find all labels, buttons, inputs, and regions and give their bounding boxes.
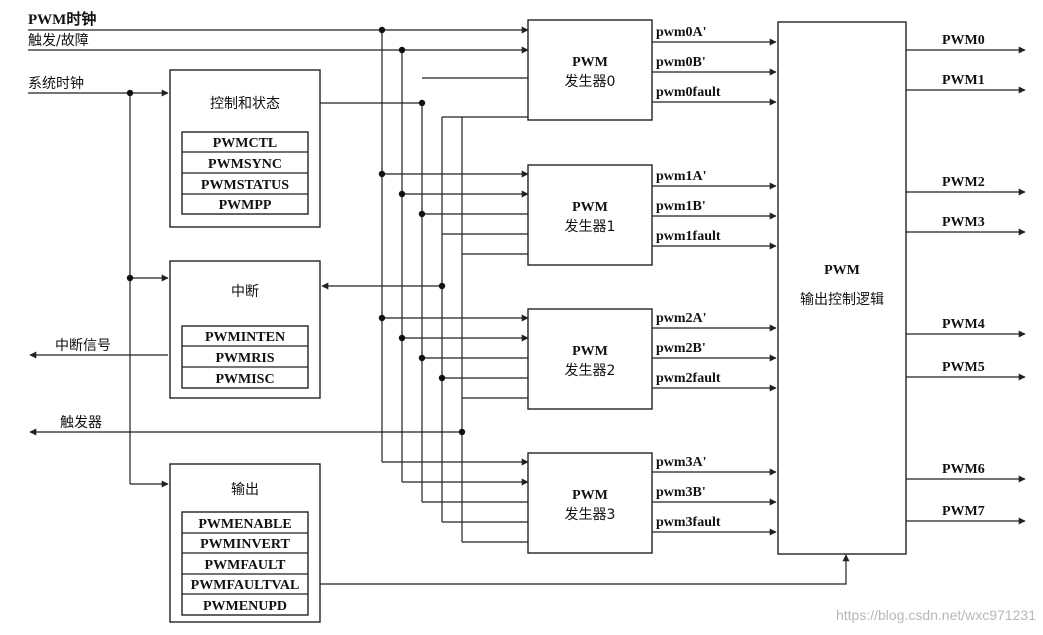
- register-pwmisc: PWMISC: [215, 372, 274, 387]
- register-pwmsync: PWMSYNC: [208, 157, 282, 172]
- output-title: 输出: [231, 482, 259, 498]
- register-pwmctl: PWMCTL: [213, 136, 278, 151]
- control-status-block: 控制和状态 PWMCTL PWMSYNC PWMSTATUS PWMPP: [169, 69, 321, 228]
- interrupt-block: 中断 PWMINTEN PWMRIS PWMISC: [169, 260, 321, 399]
- trigger-label: 触发器: [60, 415, 102, 431]
- register-pwminvert: PWMINVERT: [200, 537, 290, 552]
- trigger-fault-label: 触发/故障: [28, 33, 89, 49]
- pwm-output-5: PWM5: [942, 360, 985, 375]
- interrupt-title: 中断: [231, 284, 259, 300]
- watermark: https://blog.csdn.net/wxc971231: [836, 607, 1036, 623]
- signal-pwm1b: pwm1B': [656, 199, 706, 214]
- pwm-output-3: PWM3: [942, 215, 985, 230]
- interrupt-signal-label: 中断信号: [55, 338, 111, 354]
- generator-2: PWM 发生器2: [527, 308, 653, 410]
- signal-pwm0fault: pwm0fault: [656, 85, 721, 100]
- generator-3: PWM 发生器3: [527, 452, 653, 554]
- pwm-clock-label: PWM时钟: [28, 10, 96, 28]
- pwm-output-7: PWM7: [942, 504, 985, 519]
- output-control-logic-block: PWM 输出控制逻辑: [777, 21, 907, 555]
- generator-1: PWM 发生器1: [527, 164, 653, 266]
- register-pwminten: PWMINTEN: [205, 330, 285, 345]
- output-logic-name: 输出控制逻辑: [800, 292, 884, 308]
- generator-1-name: 发生器1: [565, 219, 616, 235]
- pwm-output-0: PWM0: [942, 33, 985, 48]
- signal-pwm3b: pwm3B': [656, 485, 706, 500]
- pwm-output-4: PWM4: [942, 317, 985, 332]
- wires: [28, 26, 1026, 585]
- register-pwmstatus: PWMSTATUS: [201, 178, 289, 193]
- generator-3-title: PWM: [572, 488, 608, 503]
- register-pwmfault: PWMFAULT: [205, 558, 287, 573]
- register-pwmfaultval: PWMFAULTVAL: [191, 578, 300, 593]
- generator-0: PWM 发生器0: [527, 19, 653, 121]
- signal-pwm0a: pwm0A': [656, 25, 707, 40]
- signal-pwm2b: pwm2B': [656, 341, 706, 356]
- generator-2-title: PWM: [572, 344, 608, 359]
- generator-0-title: PWM: [572, 55, 608, 70]
- pwm-output-labels: PWM0 PWM1 PWM2 PWM3 PWM4 PWM5 PWM6 PWM7: [942, 33, 985, 519]
- register-pwmenable: PWMENABLE: [198, 517, 291, 532]
- generator-2-name: 发生器2: [565, 363, 616, 379]
- junction-dots: [126, 26, 466, 436]
- system-clock-label: 系统时钟: [28, 75, 84, 92]
- signal-pwm1a: pwm1A': [656, 169, 707, 184]
- signal-pwm0b: pwm0B': [656, 55, 706, 70]
- signal-pwm2fault: pwm2fault: [656, 371, 721, 386]
- signal-pwm1fault: pwm1fault: [656, 229, 721, 244]
- generator-3-name: 发生器3: [565, 507, 616, 523]
- signal-pwm2a: pwm2A': [656, 311, 707, 326]
- control-status-title: 控制和状态: [210, 96, 280, 112]
- output-logic-title: PWM: [824, 263, 860, 278]
- pwm-output-2: PWM2: [942, 175, 985, 190]
- register-pwmpp: PWMPP: [219, 198, 272, 213]
- signal-pwm3fault: pwm3fault: [656, 515, 721, 530]
- signal-pwm3a: pwm3A': [656, 455, 707, 470]
- generator-signal-labels: pwm0A' pwm0B' pwm0fault pwm1A' pwm1B' pw…: [656, 25, 721, 530]
- generator-1-title: PWM: [572, 200, 608, 215]
- register-pwmris: PWMRIS: [215, 351, 274, 366]
- register-pwmenupd: PWMENUPD: [203, 599, 287, 614]
- pwm-output-1: PWM1: [942, 73, 985, 88]
- pwm-output-6: PWM6: [942, 462, 985, 477]
- generator-0-name: 发生器0: [565, 74, 616, 90]
- output-block: 输出 PWMENABLE PWMINVERT PWMFAULT PWMFAULT…: [169, 463, 321, 623]
